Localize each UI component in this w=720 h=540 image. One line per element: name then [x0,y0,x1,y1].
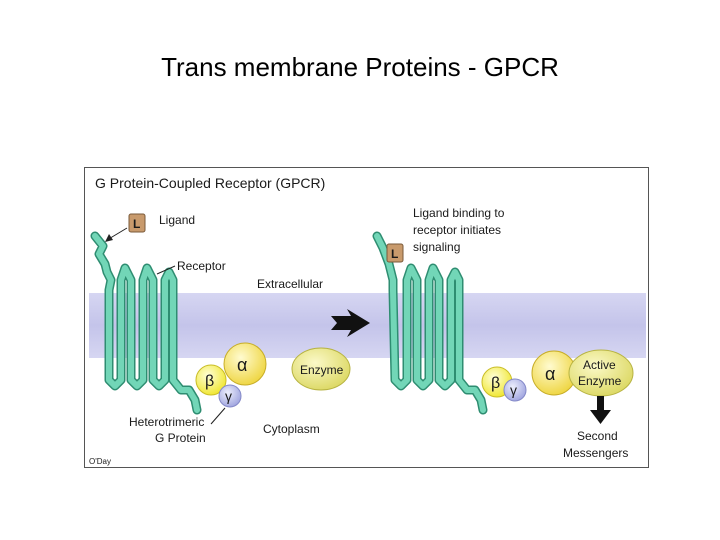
ligand-right: L [386,243,404,263]
credit-label: O'Day [89,457,111,466]
receptor-left-fill [92,233,200,413]
gamma-subunit-right [503,378,527,402]
gprotein-pointer [210,407,226,425]
alpha-symbol-left: α [237,355,247,375]
gamma-symbol-right: γ [510,382,517,398]
gamma-subunit-left [218,384,242,408]
receptor-right-fill [374,233,486,413]
diagram-title: G Protein-Coupled Receptor (GPCR) [95,175,325,191]
active-enzyme-line2: Enzyme [578,374,622,388]
second-messengers-line1: Second [577,429,618,443]
transition-arrow [331,309,370,337]
ligand-left: L [128,213,146,233]
heterotrimeric-label-line2: G Protein [155,431,206,445]
messenger-arrow-shaft [597,396,604,410]
receptor-pointer [156,265,176,275]
binding-label-line1: Ligand binding to [413,206,505,220]
gpcr-diagram: G Protein-Coupled Receptor (GPCR) L Liga… [84,167,649,468]
binding-label-line3: signaling [413,240,460,254]
heterotrimeric-label-line1: Heterotrimeric [129,415,204,429]
second-messengers-line2: Messengers [563,446,628,460]
ligand-symbol-right: L [391,247,398,261]
ligand-pointer-head [105,234,113,242]
membrane-bilayer [89,293,646,358]
ligand-label: Ligand [159,213,195,227]
binding-label-line2: receptor initiates [413,223,501,237]
alpha-symbol-right: α [545,364,555,384]
messenger-arrow-head [590,410,611,424]
beta-subunit-left [195,364,227,396]
gpcr-diagram-svg: G Protein-Coupled Receptor (GPCR) L Liga… [89,175,646,466]
ligand-symbol-left: L [133,217,140,231]
slide-title: Trans membrane Proteins - GPCR [161,52,559,82]
active-enzyme [568,349,634,397]
enzyme-label: Enzyme [300,363,344,377]
gamma-symbol-left: γ [225,388,232,404]
beta-symbol-left: β [205,373,214,390]
cytoplasm-label: Cytoplasm [263,422,320,436]
beta-symbol-right: β [491,375,500,392]
enzyme [291,347,351,391]
receptor-label: Receptor [177,259,226,273]
active-enzyme-line1: Active [583,358,616,372]
extracellular-label: Extracellular [257,277,323,291]
alpha-subunit-left [223,342,267,386]
